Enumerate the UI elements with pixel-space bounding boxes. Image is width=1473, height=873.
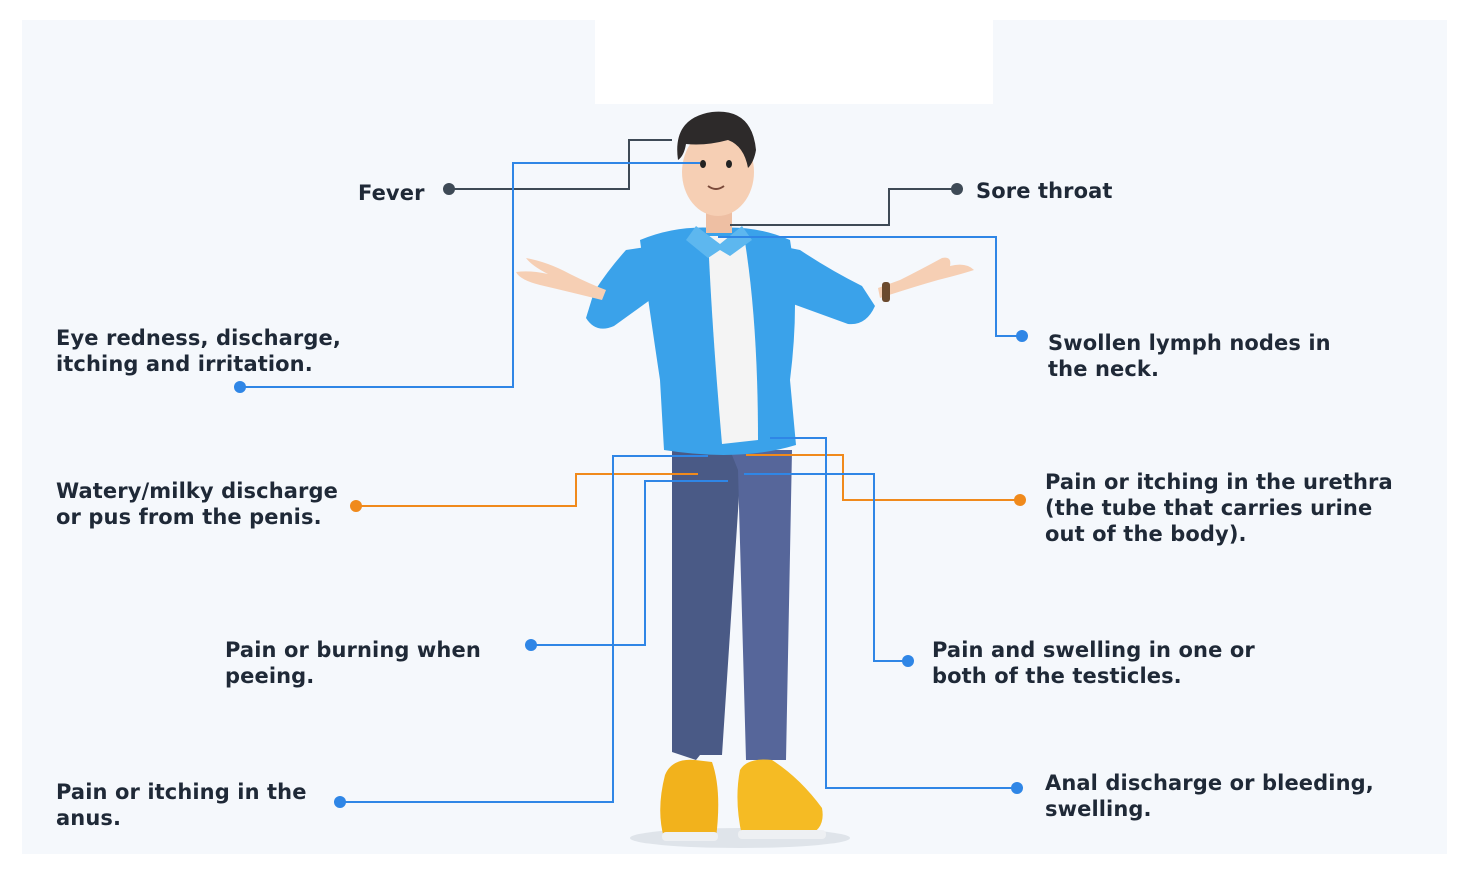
left-eye (700, 160, 706, 168)
testicles-connector (744, 473, 908, 662)
anus-connector (340, 455, 708, 803)
peeing-dot (525, 639, 537, 651)
discharge-dot (350, 500, 362, 512)
label-peeing: Pain or burning when peeing. (225, 638, 481, 688)
left-leg (672, 450, 742, 760)
left-shoe (660, 759, 719, 838)
right-arm (775, 245, 875, 325)
anal-discharge-connector (770, 437, 1017, 789)
hair (677, 111, 756, 168)
collar (686, 226, 752, 258)
anal-discharge-dot (1011, 782, 1023, 794)
undershirt (708, 236, 758, 444)
urethra-dot (1014, 494, 1026, 506)
head (682, 128, 754, 216)
lymph-connector (718, 236, 1022, 337)
testicles-dot (902, 655, 914, 667)
connector-dots (234, 183, 1028, 808)
header-blank-area (595, 20, 993, 104)
sore-throat-connector (730, 188, 957, 226)
right-leg (730, 450, 792, 760)
label-urethra: Pain or itching in the urethra (the tube… (1045, 470, 1393, 546)
eye-connector (240, 162, 700, 388)
peeing-connector (531, 480, 728, 646)
connectors (240, 139, 1022, 803)
right-sole (738, 830, 826, 839)
label-lymph: Swollen lymph nodes in the neck. (1048, 331, 1331, 381)
label-anal-discharge: Anal discharge or bleeding, swelling. (1045, 771, 1374, 821)
urethra-connector (746, 454, 1020, 501)
right-eye (726, 160, 732, 168)
mouth (707, 185, 725, 190)
anus-dot (334, 796, 346, 808)
label-eye: Eye redness, discharge, itching and irri… (56, 326, 341, 376)
discharge-connector (356, 473, 698, 507)
right-shoe (737, 759, 823, 836)
label-fever: Fever (358, 181, 425, 205)
fever-connector (449, 139, 672, 190)
fever-dot (443, 183, 455, 195)
label-anus: Pain or itching in the anus. (56, 780, 307, 830)
label-discharge-penis: Watery/milky discharge or pus from the p… (56, 479, 338, 529)
right-hand (878, 257, 974, 298)
lymph-dot (1016, 330, 1028, 342)
sore-throat-dot (951, 183, 963, 195)
label-sore-throat: Sore throat (976, 179, 1113, 203)
left-arm (586, 245, 660, 329)
watch (882, 282, 890, 302)
eye-dot (234, 381, 246, 393)
left-hand (516, 258, 606, 300)
left-sole (662, 832, 718, 841)
label-testicles: Pain and swelling in one or both of the … (932, 638, 1255, 688)
person-illustration (516, 111, 974, 841)
